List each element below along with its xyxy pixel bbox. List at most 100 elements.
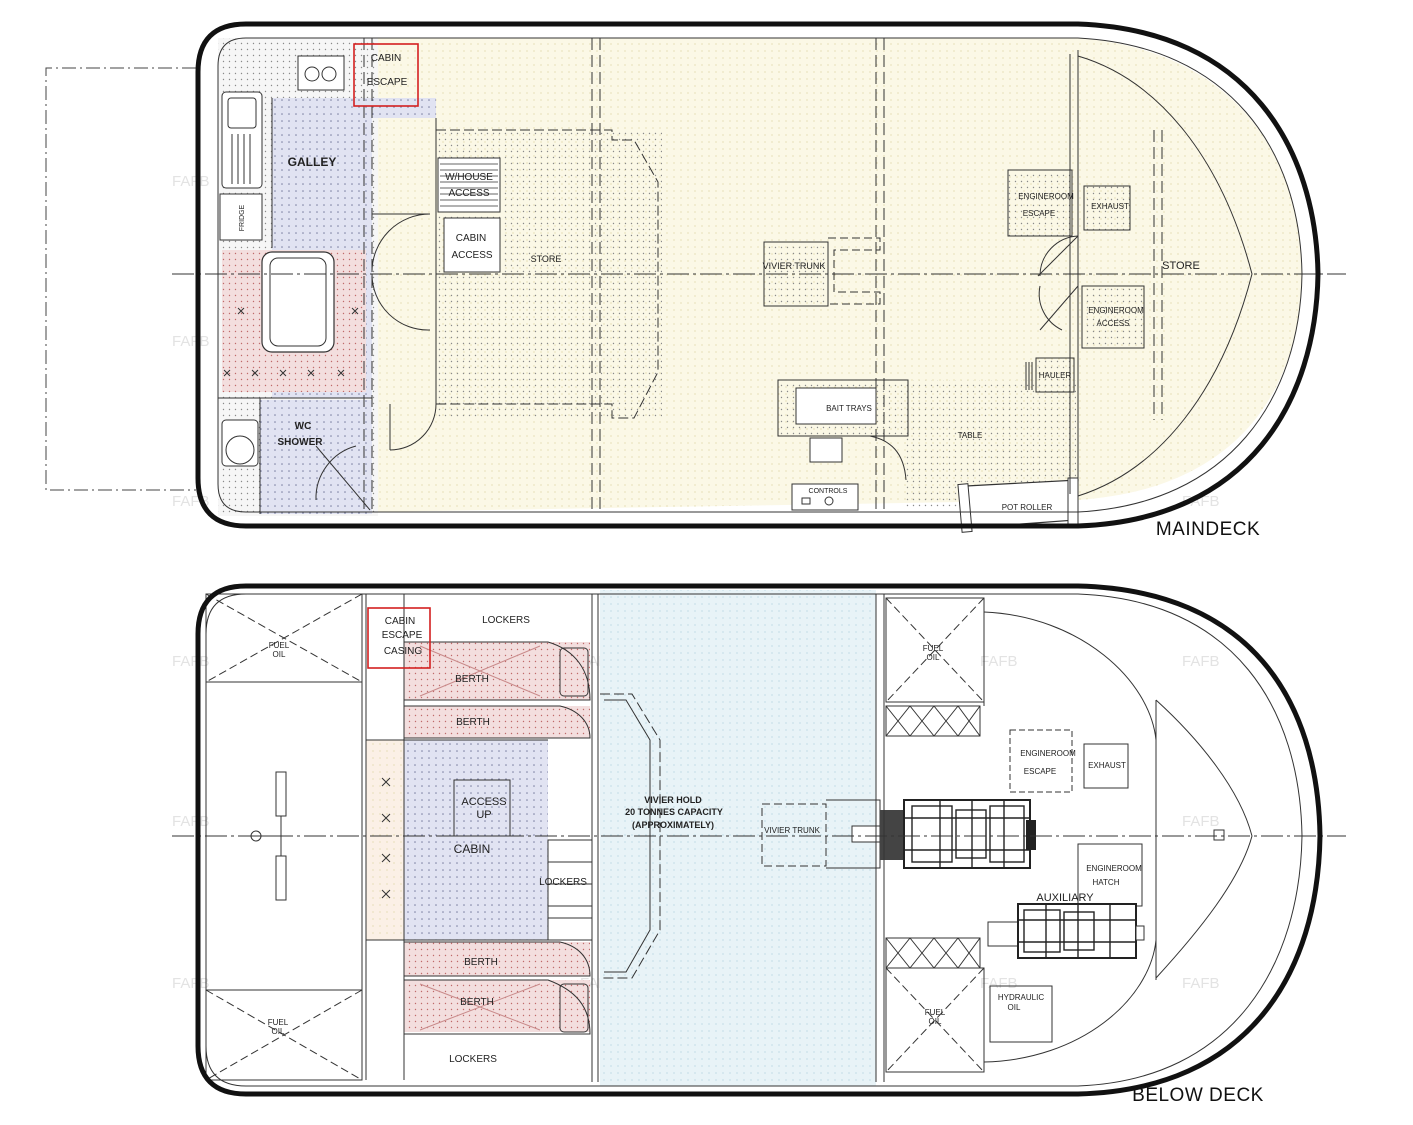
label-engineroom-access: ENGINEROOM xyxy=(1088,306,1144,315)
crossed-boxes-top xyxy=(885,705,981,737)
label-whouse-access: ACCESS xyxy=(448,188,489,199)
label-whouse-access: W/HOUSE xyxy=(445,172,493,183)
label-access-up: UP xyxy=(476,809,491,821)
label-fuel-oil: OIL xyxy=(272,1027,285,1036)
fuel-tank-aft-top xyxy=(205,593,363,683)
label-store: STORE xyxy=(531,254,562,264)
engineroom-escape-box xyxy=(1009,729,1073,793)
main-engine xyxy=(851,799,1036,869)
label-bait-trays: BAIT TRAYS xyxy=(826,404,872,413)
engineroom-access-hatch xyxy=(1081,285,1145,349)
watermark: FAFB xyxy=(172,653,210,670)
dashed-structure-lines xyxy=(363,38,1163,512)
label-hauler: HAULER xyxy=(1039,371,1072,380)
label-engineroom-access: ACCESS xyxy=(1097,319,1130,328)
berth-texture xyxy=(404,706,590,738)
label-wc: WC xyxy=(295,421,312,432)
label-engineroom-hatch: ENGINEROOM xyxy=(1086,864,1142,873)
vivier-trunk-outline xyxy=(828,237,881,305)
label-engineroom-escape: ESCAPE xyxy=(1024,767,1056,776)
label-controls: CONTROLS xyxy=(809,488,848,495)
maindeck-bulwark xyxy=(217,37,1303,513)
inner-bulwark-line xyxy=(1077,55,1253,497)
cabin-cross-marks xyxy=(381,777,391,899)
engineroom-escape-hatch xyxy=(1007,169,1073,237)
label-hydraulic-oil: OIL xyxy=(1008,1003,1021,1012)
hob-ring-icon xyxy=(304,66,320,82)
label-vivier-trunk: VIVIER TRUNK xyxy=(763,261,826,271)
control-knob-icon xyxy=(824,496,834,506)
label-berth: BERTH xyxy=(464,957,498,968)
label-cabin-escape-casing: CASING xyxy=(384,646,423,657)
watermark: FAFB xyxy=(172,813,210,830)
vivier-hold-texture xyxy=(600,590,876,1086)
pot-roller-end xyxy=(957,483,973,533)
vivier-trunk-outline xyxy=(761,803,827,867)
table-seat xyxy=(261,251,335,353)
cabin-side-texture xyxy=(366,740,404,940)
label-berth: BERTH xyxy=(456,717,490,728)
belowdeck-hull-outline xyxy=(195,583,1323,1097)
label-cabin-access: ACCESS xyxy=(451,250,492,261)
label-cabin-escape: ESCAPE xyxy=(367,77,408,88)
watermark: FAFB xyxy=(172,975,210,992)
label-berth: BERTH xyxy=(460,997,494,1008)
label-engineroom-escape: ESCAPE xyxy=(1023,209,1055,218)
label-shower: SHOWER xyxy=(278,437,324,448)
seat-cross-marks xyxy=(223,307,359,377)
maindeck-title: MAINDECK xyxy=(1156,519,1260,540)
watermark: FAFB xyxy=(980,653,1018,670)
sink-basin xyxy=(227,97,257,129)
watermark: FAFB xyxy=(1182,493,1220,510)
cabin-texture xyxy=(404,740,548,940)
watermark: FAFB xyxy=(172,173,210,190)
label-fuel-oil: FUEL xyxy=(269,641,290,650)
watermark: FAFB xyxy=(1182,813,1220,830)
bait-trays-box xyxy=(795,387,877,425)
hydraulic-oil-tank xyxy=(989,985,1053,1043)
label-hydraulic-oil: HYDRAULIC xyxy=(998,993,1044,1002)
lockers-steps xyxy=(547,839,593,941)
belowdeck-title: BELOW DECK xyxy=(1132,1085,1264,1106)
label-vivier-hold: VIVIER HOLD xyxy=(644,795,702,805)
aft-platform-outline xyxy=(45,67,196,491)
helm-seat xyxy=(809,437,843,463)
label-fuel-oil: OIL xyxy=(273,650,286,659)
table-seat-inner xyxy=(269,257,327,347)
hauler-box xyxy=(1035,357,1075,393)
label-lockers: LOCKERS xyxy=(539,877,587,888)
label-vivier-trunk: VIVIER TRUNK xyxy=(764,826,821,835)
forepeak-line xyxy=(1155,699,1253,979)
label-fuel-oil: FUEL xyxy=(925,1008,946,1017)
control-button-icon xyxy=(801,497,811,505)
label-fuel-oil: FUEL xyxy=(923,644,944,653)
label-lockers: LOCKERS xyxy=(482,615,530,626)
label-cabin-escape: CABIN xyxy=(371,53,402,64)
label-lockers: LOCKERS xyxy=(449,1054,497,1065)
label-auxiliary: AUXILIARY xyxy=(1036,892,1094,904)
watermark: FAFB xyxy=(1182,653,1220,670)
label-cabin-escape-casing: CABIN xyxy=(385,616,416,627)
watermark: FAFB xyxy=(172,333,210,350)
berth-texture xyxy=(404,642,590,700)
label-fuel-oil: OIL xyxy=(927,653,940,662)
berth-texture xyxy=(404,942,590,976)
maindeck-hull-outline xyxy=(195,21,1321,529)
bait-trays-curve xyxy=(869,435,907,481)
label-engineroom-escape: ENGINEROOM xyxy=(1018,192,1074,201)
label-pot-roller: POT ROLLER xyxy=(1002,503,1053,512)
label-fridge: FRIDGE xyxy=(239,204,246,231)
label-vivier-hold: (APPROXIMATELY) xyxy=(632,820,714,830)
fridge-box xyxy=(219,193,263,241)
berth-texture xyxy=(404,980,590,1032)
label-cabin-escape-casing: ESCAPE xyxy=(382,630,423,641)
belowdeck-inner-hull xyxy=(205,593,1303,1087)
label-cabin: CABIN xyxy=(454,842,491,856)
toilet-bowl xyxy=(225,435,255,465)
exhaust-box xyxy=(1083,185,1131,231)
maindeck-plan: CABIN ESCAPE GALLEY W/HOUSE ACCESS CABIN… xyxy=(45,21,1346,540)
store-outline xyxy=(436,129,659,419)
berth-outlines xyxy=(404,641,591,1035)
hob-ring-icon xyxy=(321,66,337,82)
